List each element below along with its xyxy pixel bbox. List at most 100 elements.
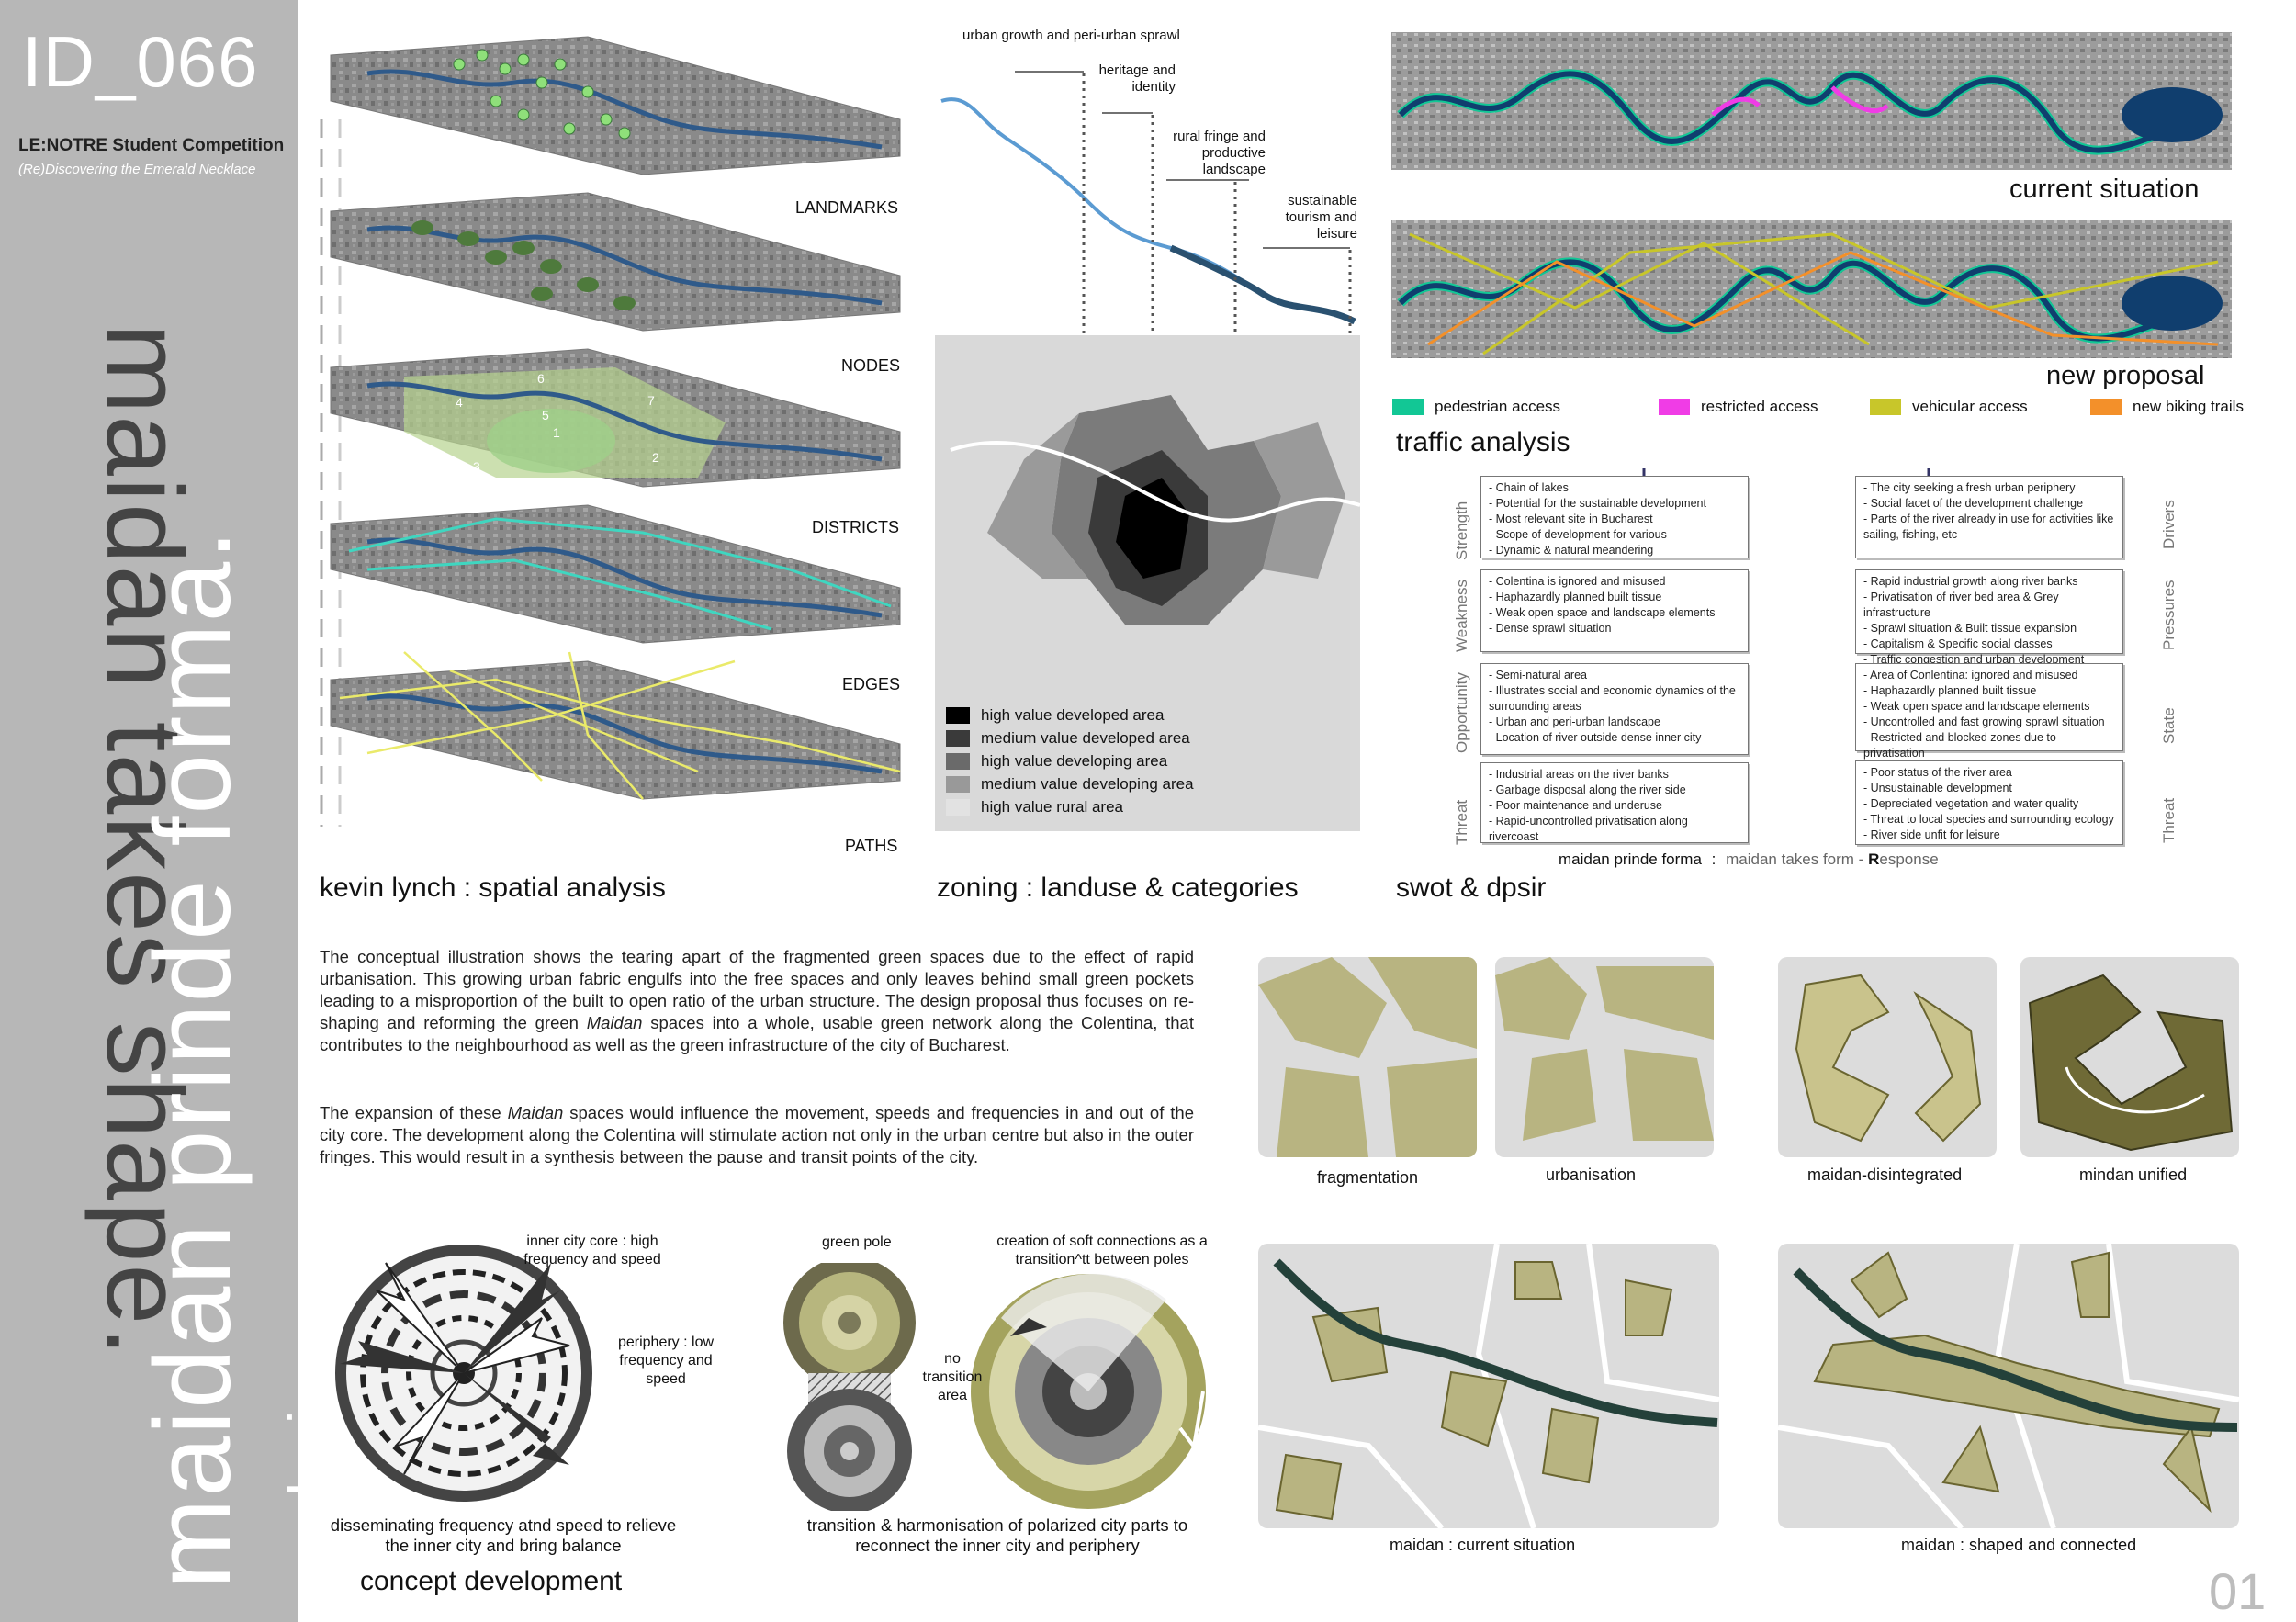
caption-fragmentation: fragmentation <box>1317 1168 1419 1187</box>
swot-item: - Most relevant site in Bucharest <box>1489 513 1653 525</box>
swot-item: - Poor maintenance and underuse <box>1489 799 1663 812</box>
concept-inner-core: inner city core : high frequency and spe… <box>523 1233 661 1267</box>
layer-label-nodes: NODES <box>841 356 901 375</box>
district-number: 4 <box>456 395 463 410</box>
swot-item: - Rapid-uncontrolled privatisation along… <box>1489 815 1688 843</box>
legend-label: high value rural area <box>981 797 1123 816</box>
swot-side-threat: Threat <box>1453 799 1470 845</box>
swot-opportunity-box: - Semi-natural area - Illustrates social … <box>1480 663 1749 755</box>
legend-label: restricted access <box>1701 397 1818 415</box>
map-maidan-current <box>1258 1244 1719 1528</box>
dpsir-side-threat: Threat <box>2160 797 2178 843</box>
concept-soft-connections: creation of soft connections as a transi… <box>996 1233 1208 1267</box>
dpsir-item: - Restricted and blocked zones due to pr… <box>1863 731 2056 760</box>
category-rural-fringe: rural fringe and productive landscape <box>1173 129 1266 177</box>
traffic-current-label: current situation <box>2009 175 2200 204</box>
dpsir-side-drivers: Drivers <box>2160 500 2178 549</box>
swot-item: - Dynamic & natural meandering <box>1489 544 1654 557</box>
swot-item: - Illustrates social and economic dynami… <box>1489 684 1736 713</box>
tile-fragmentation <box>1258 957 1477 1157</box>
concept-periphery: periphery : low frequency and speed <box>617 1335 715 1387</box>
sidebar: ID_066 LE:NOTRE Student Competition (Re)… <box>0 0 343 1622</box>
paragraph-emphasis: Maidan <box>586 1013 643 1032</box>
paragraph-text: The conceptual illustration shows the te… <box>320 947 1194 1032</box>
dpsir-item: - Weak open space and landscape elements <box>1863 700 2090 713</box>
legend-label: vehicular access <box>1912 397 2028 415</box>
swot-item: - Potential for the sustainable developm… <box>1489 497 1706 510</box>
dpsir-item: - Traffic congestion and urban developme… <box>1863 653 2085 666</box>
layer-label-districts: DISTRICTS <box>812 518 900 536</box>
page-number: 01 <box>2209 1562 2267 1620</box>
traffic-title: traffic analysis <box>1396 427 1570 457</box>
legend-swatch <box>1870 398 1901 415</box>
caption-urbanisation: urbanisation <box>1546 1166 1637 1184</box>
lynch-title: kevin lynch : spatial analysis <box>320 873 666 903</box>
dpsir-item: - Haphazardly planned built tissue <box>1863 684 2037 697</box>
legend-swatch <box>2090 398 2122 415</box>
layer-landmarks <box>330 36 901 175</box>
response-sep: : <box>1711 850 1716 868</box>
concept-frequency-diagram <box>335 1245 592 1502</box>
concept-poles-diagram <box>783 1263 1206 1511</box>
swot-item: - Colentina is ignored and misused <box>1489 575 1666 588</box>
competition-subtitle: (Re)Discovering the Emerald Necklace <box>18 162 256 177</box>
legend-swatch <box>946 752 970 770</box>
project-id: ID_066 <box>22 21 259 102</box>
category-urban-growth: urban growth and peri-urban sprawl <box>962 28 1180 43</box>
paragraph-text: spaces would influence the movement, spe… <box>320 1103 1194 1166</box>
dpsir-item: - Social facet of the development challe… <box>1863 497 2084 510</box>
response-main: maidan prinde forma <box>1559 850 1702 868</box>
dpsir-item: - Poor status of the river area <box>1863 766 2012 779</box>
map-maidan-connected <box>1778 1244 2239 1528</box>
swot-item: - Haphazardly planned built tissue <box>1489 591 1662 603</box>
response-line: maidan prinde forma : maidan takes form … <box>1559 850 1939 869</box>
swot-item: - Garbage disposal along the river side <box>1489 783 1686 796</box>
title-romanian: maidan prinde forma. <box>132 527 253 1589</box>
layer-label-paths: PATHS <box>845 837 898 855</box>
traffic-proposal-label: new proposal <box>2046 361 2205 390</box>
paragraph-text: spaces into a whole, usable green networ… <box>320 1013 1194 1054</box>
dpsir-side-pressures: Pressures <box>2160 580 2178 650</box>
layer-edges <box>330 504 901 644</box>
caption-maidan-current: maidan : current situation <box>1390 1536 1576 1554</box>
swot-threat-box: - Industrial areas on the river banks- G… <box>1480 762 1749 843</box>
district-number: 5 <box>542 408 549 422</box>
tile-mindan-unified <box>2020 957 2239 1157</box>
dpsir-item: - The city seeking a fresh urban periphe… <box>1863 481 2076 494</box>
legend-swatch <box>946 706 970 724</box>
dpsir-item: - Capitalism & Specific social classes <box>1863 637 2053 650</box>
district-number: 7 <box>647 393 655 408</box>
swot-item: - Scope of development for various <box>1489 528 1667 541</box>
dpsir-item: - Depreciated vegetation and water quali… <box>1863 797 2079 810</box>
dpsir-threat-box: - Poor status of the river area - Unsusta… <box>1855 760 2123 845</box>
paragraph-2: The expansion of these Maidan spaces wou… <box>320 1102 1194 1168</box>
response-rest: esponse <box>1879 850 1939 868</box>
response-r: R <box>1868 850 1880 868</box>
layer-label-edges: EDGES <box>842 675 901 693</box>
swot-item: - Chain of lakes <box>1489 481 1569 494</box>
district-number: 1 <box>553 425 560 440</box>
dpsir-item: - Unsustainable development <box>1863 782 2012 794</box>
legend-label: medium value developed area <box>981 728 1190 747</box>
zoning-diagram <box>935 71 1361 831</box>
dpsir-item: - Sprawl situation & Built tissue expans… <box>1863 622 2077 635</box>
legend-label: medium value developing area <box>981 774 1194 793</box>
swot-item: - Weak open space and landscape elements <box>1489 606 1716 619</box>
layer-districts <box>330 348 901 488</box>
concept-caption-1: disseminating frequency atnd speed to re… <box>330 1515 677 1555</box>
concept-green-pole: green pole <box>822 1234 892 1250</box>
legend-swatch <box>946 775 970 793</box>
legend-label: high value developed area <box>981 705 1165 724</box>
legend-swatch <box>1659 398 1690 415</box>
caption-maidan-disintegrated: maidan-disintegrated <box>1807 1166 1963 1184</box>
dpsir-state-box: - Area of Conlentina: ignored and misuse… <box>1855 663 2123 760</box>
concept-no-transition: no transition area <box>922 1351 983 1403</box>
layer-paths <box>330 651 901 800</box>
swot-item: - Semi-natural area <box>1489 669 1587 681</box>
category-tourism: sustainable tourism and leisure <box>1285 193 1357 242</box>
paragraph-1: The conceptual illustration shows the te… <box>320 946 1194 1056</box>
lynch-layer-stack <box>320 36 901 827</box>
district-number: 2 <box>652 450 659 465</box>
district-number: 6 <box>537 371 545 386</box>
legend-swatch <box>946 729 970 747</box>
